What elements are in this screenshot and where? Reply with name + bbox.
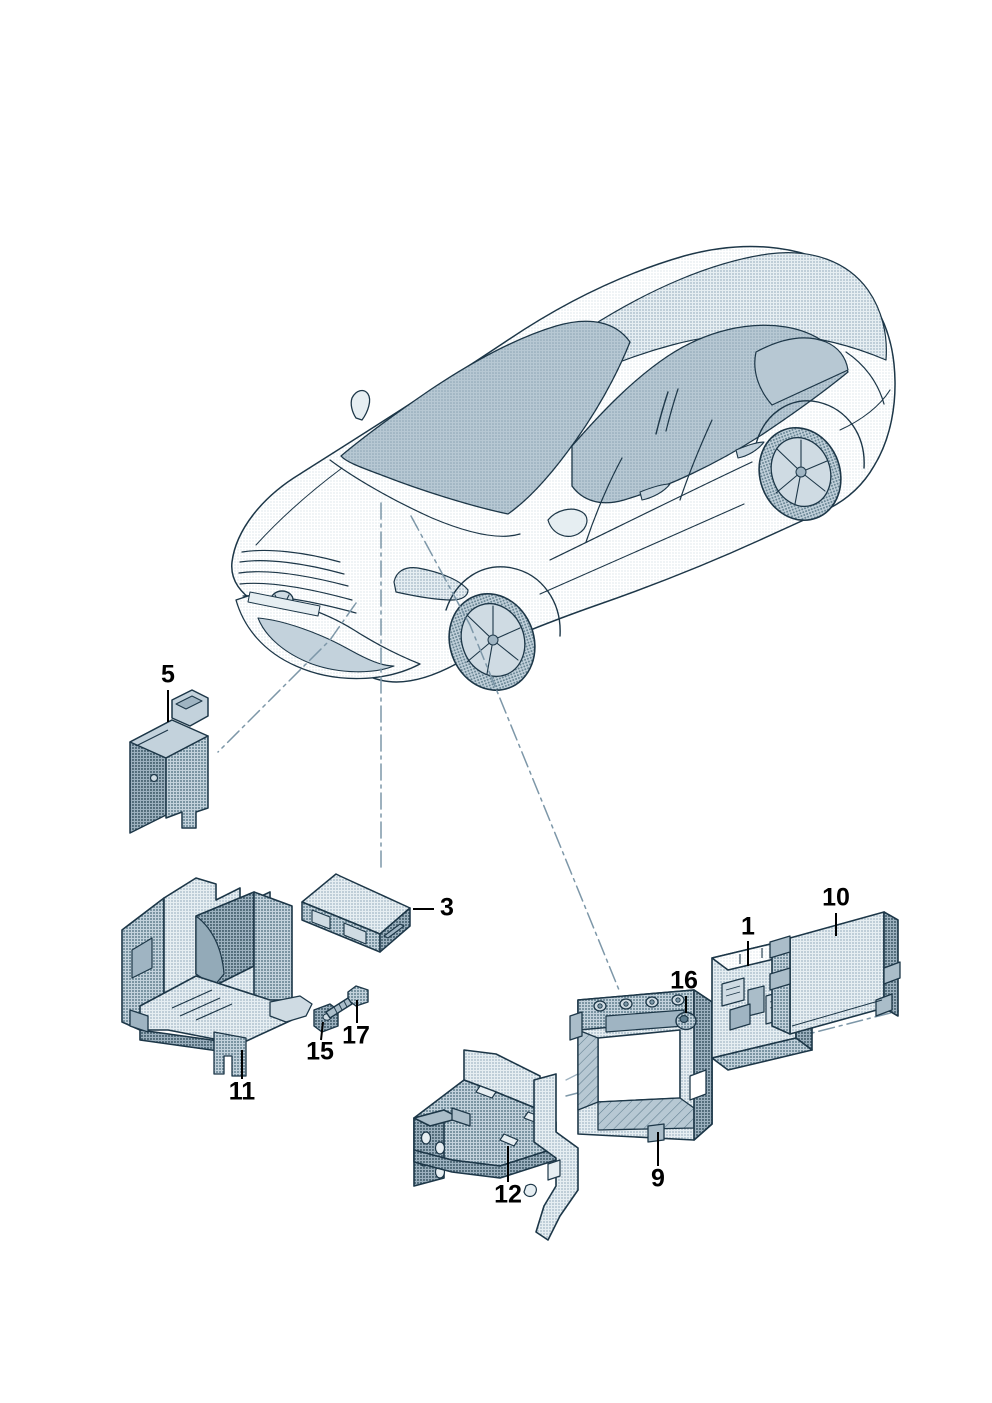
callout-number-5: 5: [161, 661, 175, 689]
part5-connector-slot: [175, 695, 203, 710]
part12-rear-flange: [533, 1073, 579, 1241]
part9-left-tab: [569, 1011, 583, 1041]
car-front-door-shutline: [585, 457, 623, 543]
part11-floor-ribs: [171, 989, 233, 1021]
mounting-bracket-12: [413, 1049, 579, 1241]
car-rear-bumper-line: [839, 389, 891, 431]
part12-flange-keyhole: [523, 1183, 537, 1198]
car-numberplate-recess: [247, 591, 321, 617]
callout-number-17: 17: [342, 1022, 370, 1050]
callout-numbers-group: 5 3 11 15 17 12 9 16 1 10: [161, 661, 850, 1209]
car-b-pillar-2: [665, 388, 679, 432]
battery-tray-housing-11: [121, 877, 313, 1077]
part3-edge-tab: [383, 923, 405, 939]
callout-number-10: 10: [822, 884, 850, 912]
car-rear-wheel: [758, 426, 842, 522]
part10-tab-right: [883, 961, 901, 985]
callout-number-11: 11: [229, 1078, 256, 1106]
car-front-door-handle: [639, 483, 671, 501]
car-windshield: [340, 320, 631, 515]
part11-mount-foot-center: [213, 1031, 247, 1077]
part5-fixing-hole: [149, 773, 159, 783]
car-side-mirror: [547, 508, 588, 537]
part16-bore: [679, 1015, 689, 1023]
car-rear-quarter-glass: [754, 337, 849, 406]
car-front-grille: [238, 549, 357, 614]
callout-number-16: 16: [670, 967, 698, 995]
car-rear-door-shutline: [679, 419, 713, 501]
protective-cover-plate-10: [769, 911, 901, 1035]
part10-tab-bottom-right: [875, 993, 893, 1017]
part1-connector-4: [729, 1003, 751, 1031]
vehicle-illustration: [231, 245, 896, 692]
car-front-wheel-arch: [445, 566, 561, 637]
part9-rail-boss-centers: [597, 997, 681, 1009]
callout-number-9: 9: [651, 1165, 665, 1193]
car-sill-line: [539, 503, 745, 595]
part12-flange-slot: [547, 1159, 561, 1181]
part11-inner-curve: [195, 915, 225, 987]
control-unit-module-5: [129, 689, 209, 834]
part11-recess-left: [131, 937, 153, 979]
callout-number-12: 12: [494, 1181, 522, 1209]
car-body-side-crease: [549, 461, 753, 561]
callout-number-1: 1: [741, 913, 755, 941]
part9-left-lattice: [577, 1029, 599, 1111]
car-front-wheel: [448, 592, 536, 692]
part12-tab-left: [451, 1107, 471, 1127]
car-boot-lid: [845, 351, 885, 405]
callout-leaders-group: [167, 690, 837, 1182]
part9-bottom-lattice: [597, 1097, 695, 1131]
part17-threads: [333, 1000, 348, 1014]
car-hood-crease: [255, 467, 343, 546]
car-b-pillar: [655, 391, 669, 435]
callout-number-15: 15: [306, 1038, 334, 1066]
car-headlight-right: [393, 567, 469, 601]
part11-mount-foot-left: [129, 1009, 149, 1033]
grommet-nut-16: [675, 1011, 697, 1031]
callout-leader-15: [320, 1021, 324, 1041]
part9-right-slot: [689, 1069, 707, 1101]
part10-tab-lower-left: [769, 967, 791, 991]
part3-connector-b: [343, 922, 367, 945]
car-roof-antenna: [350, 389, 371, 421]
callout-number-3: 3: [440, 894, 454, 922]
part5-side-rib: [165, 735, 209, 829]
part9-right-post: [693, 989, 713, 1141]
car-rear-wheel-arch: [755, 400, 865, 469]
part1-bottom-edge: [711, 1037, 813, 1071]
part9-foot-tab: [647, 1123, 665, 1143]
part1-connector-1: [721, 977, 745, 1007]
part3-connector-a: [311, 909, 331, 930]
flat-control-unit-3: [301, 873, 411, 953]
car-hood-shutline: [329, 459, 521, 537]
car-rear-door-handle: [735, 441, 765, 459]
part9-window: [597, 1029, 681, 1103]
part5-front-bevel: [135, 729, 169, 747]
part10-tab-upper-left: [769, 935, 791, 959]
leader-to-part-5: [217, 602, 357, 753]
leader-to-part-9: [410, 515, 620, 991]
part10-surface-crease: [791, 999, 883, 1027]
part11-side-arm: [269, 995, 313, 1023]
